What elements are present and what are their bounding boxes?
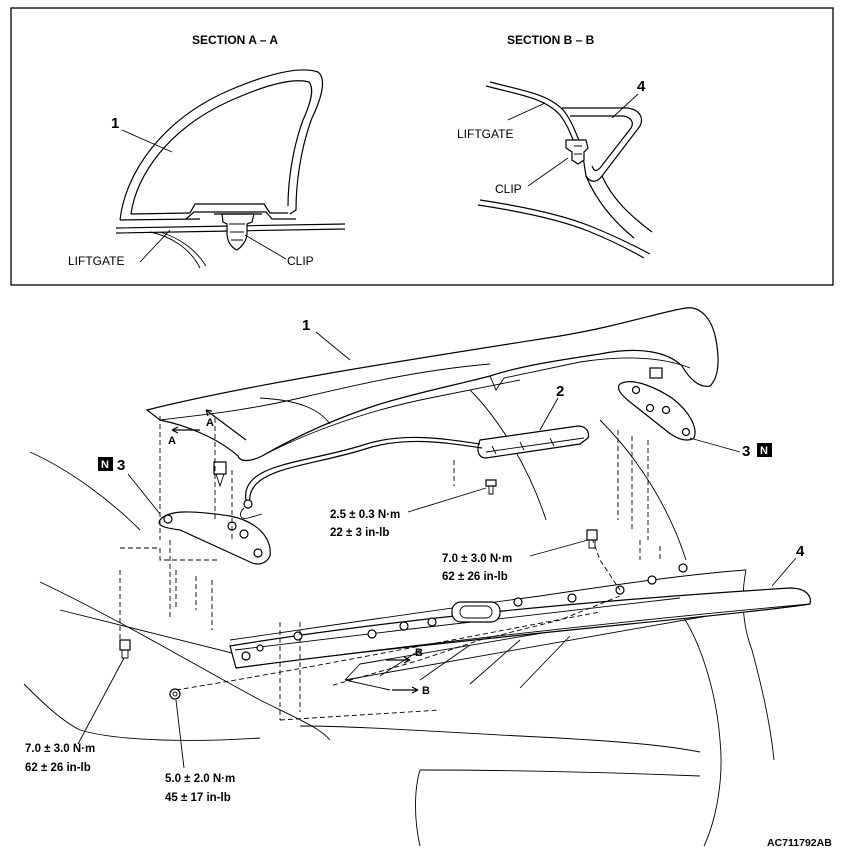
figure-id: AC711792AB bbox=[767, 837, 832, 849]
new-part-badge-left bbox=[98, 457, 113, 471]
section-a-title: SECTION A – A bbox=[192, 33, 278, 47]
torque-lamp: 2.5 ± 0.3 N·m 22 ± 3 in-lb bbox=[330, 487, 487, 539]
gasket-left bbox=[158, 461, 271, 565]
section-a-clip-leader bbox=[244, 234, 287, 260]
new-part-badge-right-text: N bbox=[760, 445, 768, 457]
section-arrow-a-2: A bbox=[206, 417, 214, 429]
part-3-right-label: 3 bbox=[742, 443, 750, 460]
section-a-clip-label: CLIP bbox=[287, 254, 314, 268]
new-part-badge-right bbox=[757, 443, 772, 457]
garnish bbox=[229, 563, 811, 669]
high-mount-stop-lamp bbox=[240, 425, 590, 519]
bolt-right bbox=[586, 529, 598, 549]
section-arrow-b-1: B bbox=[415, 647, 423, 659]
section-b-b: SECTION B – B 4 LIFTGATE CLIP bbox=[457, 33, 653, 259]
section-b-clip-leader bbox=[527, 157, 569, 187]
torque-bottom: 5.0 ± 2.0 N·m 45 ± 17 in-lb bbox=[165, 699, 235, 804]
new-part-badge-left-text: N bbox=[101, 459, 109, 471]
part-2-label: 2 bbox=[556, 383, 564, 400]
section-a-part1-number: 1 bbox=[111, 115, 119, 132]
torque-right: 7.0 ± 3.0 N·m 62 ± 26 in-lb bbox=[442, 539, 589, 583]
section-a-a: SECTION A – A 1 LIFTGATE CLIP bbox=[68, 33, 346, 269]
section-b-title: SECTION B – B bbox=[507, 33, 595, 47]
assembly-lines bbox=[119, 416, 661, 721]
torque-left-nm: 7.0 ± 3.0 N·m bbox=[25, 743, 95, 755]
torque-bottom-nm: 5.0 ± 2.0 N·m bbox=[165, 773, 235, 785]
bolt-left bbox=[119, 639, 131, 659]
torque-lamp-inlb: 22 ± 3 in-lb bbox=[330, 527, 389, 539]
section-b-clip-label: CLIP bbox=[495, 182, 522, 196]
lamp-screw bbox=[485, 479, 497, 495]
torque-lamp-nm: 2.5 ± 0.3 N·m bbox=[330, 509, 400, 521]
section-b-part4-leader bbox=[611, 93, 639, 119]
section-a-liftgate-leader bbox=[139, 229, 171, 263]
section-arrows-b: B B bbox=[386, 647, 430, 697]
section-arrow-a-1: A bbox=[168, 435, 176, 447]
section-arrow-b-2: B bbox=[422, 685, 430, 697]
spoiler bbox=[145, 307, 719, 462]
section-b-part4-number: 4 bbox=[637, 78, 646, 95]
torque-left-inlb: 62 ± 26 in-lb bbox=[25, 762, 91, 774]
torque-bottom-inlb: 45 ± 17 in-lb bbox=[165, 792, 231, 804]
section-frame bbox=[10, 7, 834, 286]
part-3-left-label: 3 bbox=[117, 457, 125, 474]
section-a-part1-leader bbox=[121, 129, 173, 153]
torque-right-inlb: 62 ± 26 in-lb bbox=[442, 571, 508, 583]
torque-left: 7.0 ± 3.0 N·m 62 ± 26 in-lb bbox=[25, 657, 125, 774]
gasket-right bbox=[617, 367, 696, 441]
section-arrows-a: A A bbox=[168, 409, 247, 447]
torque-right-nm: 7.0 ± 3.0 N·m bbox=[442, 553, 512, 565]
section-a-liftgate-label: LIFTGATE bbox=[68, 254, 124, 268]
clip-nut-bottom bbox=[169, 688, 181, 700]
part-4-label: 4 bbox=[796, 543, 805, 560]
section-b-liftgate-leader bbox=[507, 102, 546, 121]
part-labels: 1 2 3 N N 3 4 bbox=[98, 317, 805, 587]
section-b-liftgate-label: LIFTGATE bbox=[457, 127, 513, 141]
part-1-label: 1 bbox=[302, 317, 310, 334]
